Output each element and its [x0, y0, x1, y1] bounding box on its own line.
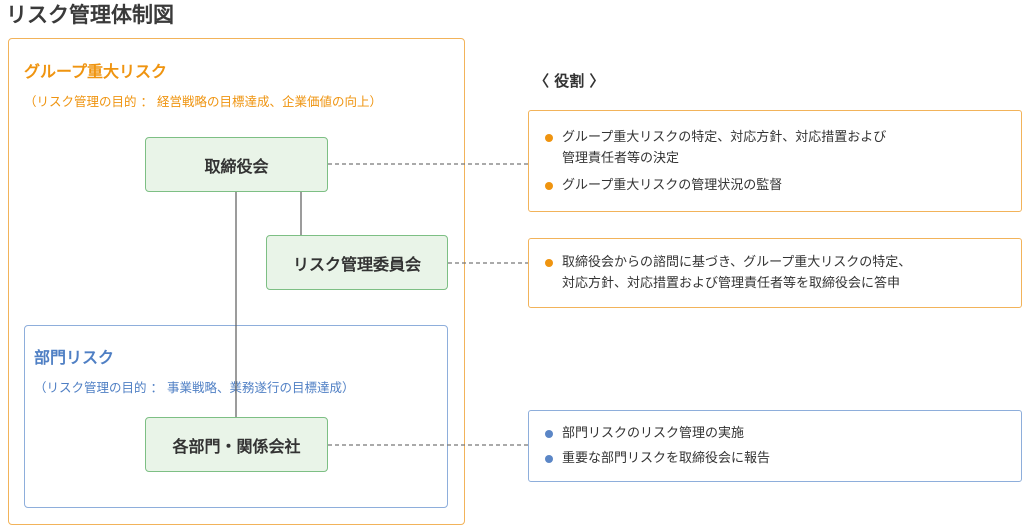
department-risk-title: 部門リスク	[34, 348, 115, 367]
board-role-text-1: グループ重大リスクの特定、対応方針、対応措置および 管理責任者等の決定	[562, 129, 887, 166]
departments-role-text-2: 重要な部門リスクを取締役会に報告	[562, 451, 771, 466]
bullet-icon	[545, 181, 553, 190]
bullet-icon	[545, 133, 553, 142]
departments-role-text-1: 部門リスクのリスク管理の実施	[562, 426, 745, 441]
bullet-icon	[545, 455, 553, 463]
list-item: グループ重大リスクの特定、対応方針、対応措置および 管理責任者等の決定	[545, 127, 1011, 169]
list-item: 取締役会からの諮問に基づき、グループ重大リスクの特定、 対応方針、対応措置および…	[545, 252, 1011, 294]
list-item: グループ重大リスクの管理状況の監督	[545, 175, 1011, 196]
board-role-box: グループ重大リスクの特定、対応方針、対応措置および 管理責任者等の決定 グループ…	[528, 110, 1022, 212]
committee-node: リスク管理委員会	[266, 235, 448, 290]
group-risk-frame	[8, 38, 465, 525]
list-item: 重要な部門リスクを取締役会に報告	[545, 448, 1011, 469]
group-risk-title: グループ重大リスク	[24, 62, 168, 81]
committee-role-box: 取締役会からの諮問に基づき、グループ重大リスクの特定、 対応方針、対応措置および…	[528, 238, 1022, 308]
roles-heading: 〈 役割 〉	[534, 72, 605, 90]
bullet-icon	[545, 259, 553, 267]
board-role-text-2: グループ重大リスクの管理状況の監督	[562, 177, 783, 193]
department-risk-subtitle: （リスク管理の目的 ： 事業戦略、業務遂行の目標達成）	[34, 380, 355, 395]
committee-role-text-1: 取締役会からの諮問に基づき、グループ重大リスクの特定、 対応方針、対応措置および…	[562, 255, 912, 291]
page-title: リスク管理体制図	[6, 3, 174, 27]
board-node: 取締役会	[145, 137, 328, 192]
list-item: 部門リスクのリスク管理の実施	[545, 423, 1011, 444]
bullet-icon	[545, 430, 553, 438]
departments-node: 各部門・関係会社	[145, 417, 328, 472]
departments-role-box: 部門リスクのリスク管理の実施 重要な部門リスクを取締役会に報告	[528, 410, 1022, 482]
group-risk-subtitle: （リスク管理の目的 ： 経営戦略の目標達成、企業価値の向上）	[24, 94, 382, 109]
